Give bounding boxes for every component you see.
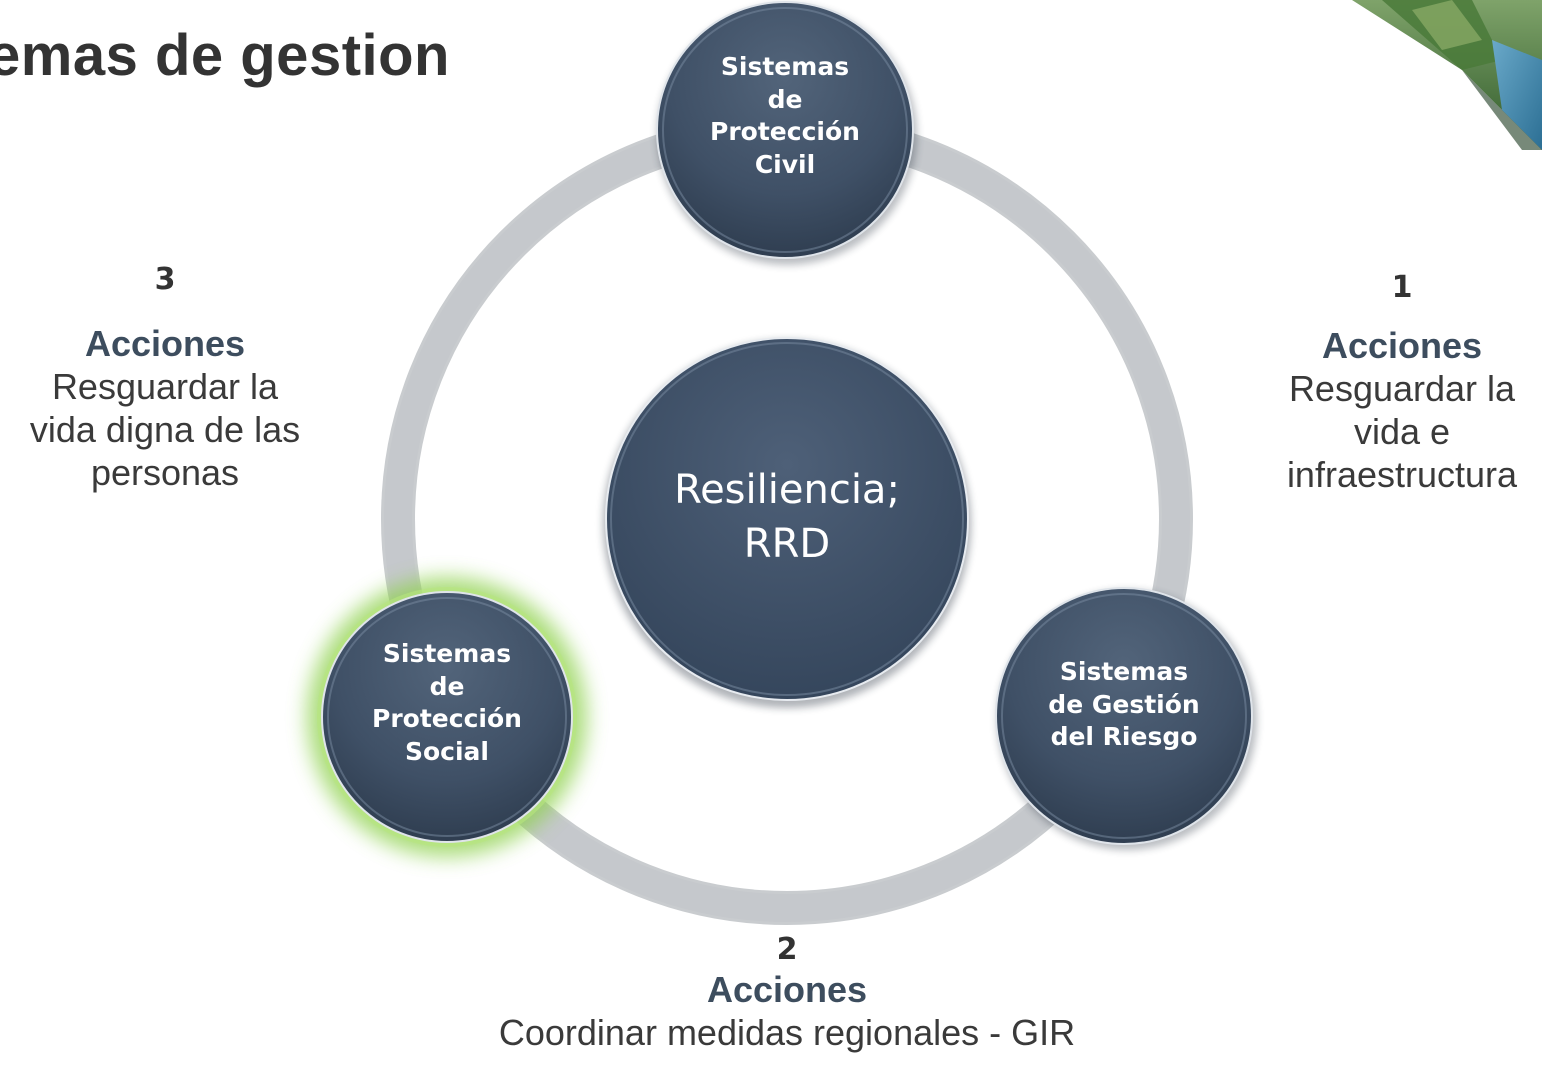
node-riesgo-label: Sistemas de Gestión del Riesgo [1024, 656, 1224, 754]
center-label-line-2: RRD [743, 521, 831, 567]
node-social-line: Social [404, 736, 489, 766]
action-heading: Acciones [84, 323, 246, 364]
action-text-line: infraestructura [1286, 454, 1518, 496]
node-riesgo-line: del Riesgo [1050, 722, 1198, 751]
action-number: 2 [776, 932, 798, 967]
action-text-line: vida digna de las [29, 409, 301, 451]
action-heading: Acciones [1321, 325, 1483, 366]
node-civil-line: Civil [754, 149, 816, 179]
node-social-label: Sistemas de Protección Social [347, 638, 547, 768]
center-circle [605, 337, 969, 701]
action-block-3: 3 Acciones Resguardar la vida digna de l… [0, 262, 330, 495]
action-block-2: 2 Acciones Coordinar medidas regionales … [387, 932, 1187, 1054]
action-number: 3 [154, 262, 176, 297]
node-civil-circle [656, 1, 914, 259]
center-label-line-1: Resiliencia; [674, 467, 900, 513]
node-social-line: Sistemas [382, 639, 512, 668]
action-heading: Acciones [706, 969, 868, 1010]
node-social-line: de [429, 671, 465, 701]
action-text-line: vida e [1353, 411, 1451, 453]
node-social-line: Protección [372, 704, 522, 733]
node-civil-line: de [767, 84, 803, 114]
node-social-circle [321, 591, 573, 843]
node-civil-line: Protección [710, 117, 860, 146]
node-civil-line: Sistemas [720, 52, 850, 81]
action-block-1: 1 Acciones Resguardar la vida e infraest… [1262, 270, 1542, 497]
node-riesgo-line: de Gestión [1048, 689, 1200, 719]
landscape-photo [1352, 0, 1542, 150]
action-text-line: Coordinar medidas regionales - GIR [498, 1012, 1076, 1053]
center-label: Resiliencia; RRD [607, 463, 967, 571]
page-title: emas de gestion [0, 23, 450, 88]
action-text-line: Resguardar la [51, 366, 279, 407]
node-riesgo-line: Sistemas [1059, 657, 1189, 686]
node-civil-label: Sistemas de Protección Civil [685, 51, 885, 181]
action-number: 1 [1391, 270, 1413, 305]
action-text-line: Resguardar la [1288, 368, 1516, 409]
action-text-line: personas [90, 452, 240, 494]
node-riesgo-circle [995, 587, 1253, 845]
